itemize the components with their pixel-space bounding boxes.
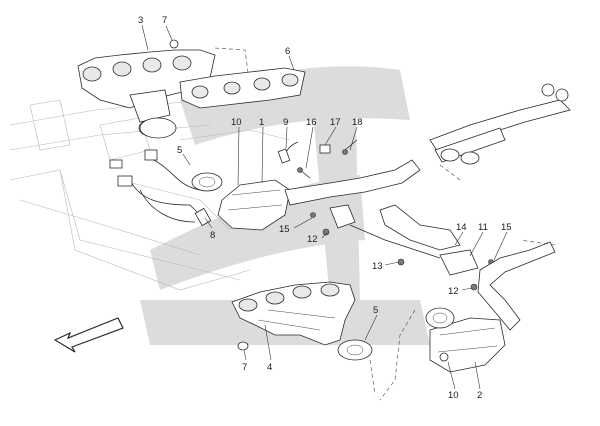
callout-13: 13 xyxy=(372,261,383,272)
callout-2: 2 xyxy=(477,390,482,401)
rear-muffler-assembly xyxy=(429,83,571,181)
callout-7b: 7 xyxy=(242,362,247,373)
catalytic-converter-lower xyxy=(379,239,556,401)
callout-3: 3 xyxy=(138,15,143,26)
manifold-gasket-right xyxy=(179,47,306,109)
callout-15b: 15 xyxy=(501,222,512,233)
front-direction-arrow-icon xyxy=(53,317,124,353)
callout-18: 18 xyxy=(352,117,363,128)
callout-4: 4 xyxy=(267,362,272,373)
exhaust-manifold-left xyxy=(77,39,216,138)
lambda-sensor-wiring xyxy=(109,141,331,227)
callout-10b: 10 xyxy=(448,390,459,401)
leader-lines xyxy=(141,24,508,390)
catalytic-converter-upper xyxy=(191,172,291,231)
callout-6: 6 xyxy=(285,46,290,57)
callout-5b: 5 xyxy=(373,305,378,316)
callout-12: 12 xyxy=(307,234,318,245)
callout-9: 9 xyxy=(283,117,288,128)
callout-8: 8 xyxy=(210,230,215,241)
callout-15: 15 xyxy=(279,224,290,235)
callout-labels: 3 7 6 5 10 1 9 16 17 18 8 15 12 14 11 15… xyxy=(138,15,512,401)
flange-gasket-upper xyxy=(139,117,177,139)
callout-10: 10 xyxy=(231,117,242,128)
callout-17: 17 xyxy=(330,117,341,128)
callout-5: 5 xyxy=(177,145,182,156)
callout-12b: 12 xyxy=(448,286,459,297)
callout-7: 7 xyxy=(162,15,167,26)
exhaust-manifold-right xyxy=(231,281,376,396)
callout-11: 11 xyxy=(478,222,488,233)
exhaust-mounting-bracket xyxy=(329,204,479,276)
exhaust-intermediate-pipe xyxy=(284,159,421,206)
callout-16: 16 xyxy=(306,117,317,128)
callout-1: 1 xyxy=(259,117,264,128)
callout-14: 14 xyxy=(456,222,467,233)
